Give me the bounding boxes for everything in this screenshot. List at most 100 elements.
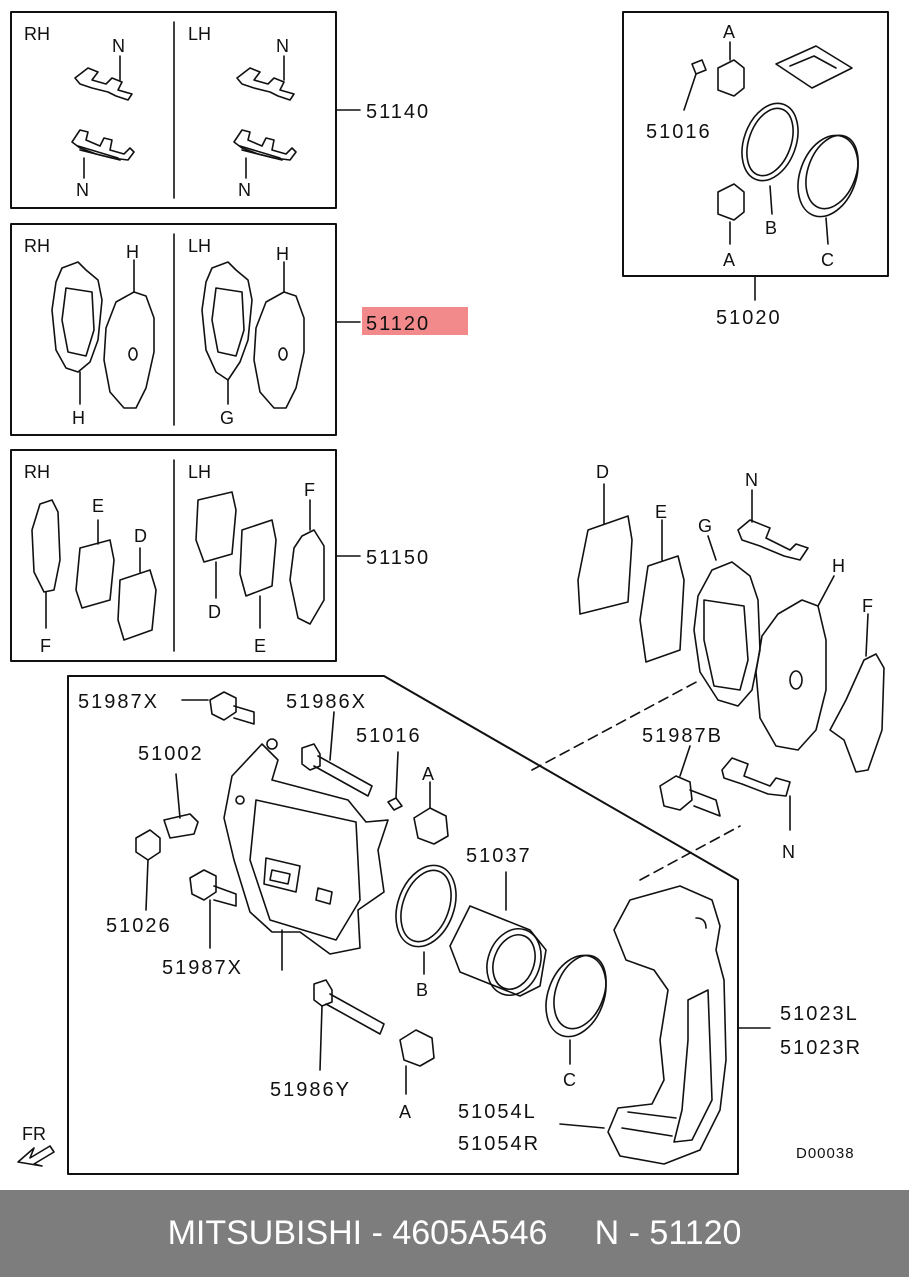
callout-h-2: H (72, 408, 85, 428)
footer-part-number: 4605A546 (392, 1214, 548, 1252)
part-label-51150: 51150 (366, 547, 430, 569)
pad-clip-n-bottom (721, 757, 791, 831)
callout-e-1: E (92, 496, 104, 516)
shim-rh-d (117, 547, 157, 641)
pad-clip-rh-top (74, 55, 133, 101)
front-direction-arrow-icon (17, 1145, 55, 1167)
callout-f-2: F (304, 480, 315, 500)
label-lh-1: LH (188, 24, 211, 44)
bleeder-cap-seal (683, 59, 707, 111)
boot-a-top (717, 41, 745, 97)
part-label-51054l: 51054L (458, 1101, 537, 1123)
piston-51037 (449, 871, 547, 997)
part-label-51986y: 51986Y (270, 1079, 351, 1101)
callout-e-2: E (254, 636, 266, 656)
caliper-assembly-box (67, 675, 739, 1175)
label-rh-1: RH (24, 24, 50, 44)
callout-d-3: D (596, 462, 609, 482)
callout-a-3: A (422, 764, 434, 784)
support-bracket-51023 (607, 885, 727, 1165)
part-label-51020: 51020 (716, 307, 782, 329)
callout-f-1: F (40, 636, 51, 656)
callout-h-1: H (126, 242, 139, 262)
part-label-51140: 51140 (366, 101, 430, 123)
footer-brand: MITSUBISHI (167, 1214, 363, 1252)
bolt-51987x-lower (189, 869, 237, 949)
part-label-51987x-top: 51987X (78, 691, 159, 713)
boot-a-bottom (717, 183, 745, 245)
grease-packet (775, 45, 853, 89)
label-rh-3: RH (24, 462, 50, 482)
footer-bar: MITSUBISHI - 4605A546 N - 51120 (0, 1190, 909, 1277)
piston-seal-b (741, 102, 799, 215)
bleeder-cap-51026 (135, 829, 161, 911)
brake-pad-rh-outer (103, 259, 155, 409)
callout-h-4: H (832, 556, 845, 576)
footer-gap (547, 1214, 594, 1253)
callout-n-5: N (745, 470, 758, 490)
part-label-51120: 51120 (366, 313, 430, 335)
pad-set-box (10, 223, 337, 436)
guide-pin-51986x (301, 711, 373, 797)
part-label-51023l: 51023L (780, 1003, 859, 1025)
pad-clip-lh-top (236, 55, 295, 101)
callout-c-1: C (821, 250, 834, 270)
callout-n-2: N (76, 180, 89, 200)
part-label-51986x: 51986X (286, 691, 367, 713)
brake-pad-lh-outer (253, 261, 305, 409)
boot-a-lower (399, 1029, 435, 1095)
pad-clip-n-top (737, 489, 809, 561)
callout-n-6: N (782, 842, 795, 862)
callout-a-1: A (723, 22, 735, 42)
callout-a-2: A (723, 250, 735, 270)
diagram-code: D00038 (796, 1145, 855, 1162)
part-label-51023r: 51023R (780, 1037, 862, 1059)
label-rh-2: RH (24, 236, 50, 256)
caliper-body (223, 738, 389, 955)
callout-b-1: B (765, 218, 777, 238)
callout-g-1: G (220, 408, 234, 428)
callout-e-3: E (655, 502, 667, 522)
shim-f-exploded (829, 613, 885, 773)
part-label-51054r: 51054R (458, 1133, 540, 1155)
callout-g-2: G (698, 516, 712, 536)
callout-f-3: F (862, 596, 873, 616)
callout-h-3: H (276, 244, 289, 264)
shim-lh-e (239, 519, 277, 629)
shim-lh-d (195, 491, 237, 599)
dust-boot-c-main (545, 954, 607, 1065)
boot-a-upper (413, 781, 449, 845)
shim-lh-f (289, 499, 325, 625)
callout-n-1: N (112, 36, 125, 56)
callout-b-2: B (416, 980, 428, 1000)
part-label-51016: 51016 (356, 725, 422, 747)
callout-a-4: A (399, 1102, 411, 1122)
callout-c-2: C (563, 1070, 576, 1090)
shim-rh-f (31, 499, 61, 629)
pad-clip-rh-bottom (71, 129, 135, 179)
label-lh-2: LH (188, 236, 211, 256)
shim-rh-e (75, 519, 115, 609)
brake-pad-rh-inner (51, 261, 103, 405)
part-label-51002: 51002 (138, 743, 204, 765)
shim-d-exploded (577, 483, 633, 615)
part-label-51016-kit: 51016 (646, 121, 712, 143)
bleeder-51002 (163, 773, 199, 839)
cap-51016 (387, 751, 403, 811)
callout-d-1: D (134, 526, 147, 546)
bolt-51987x-top (181, 691, 255, 725)
brake-pad-g-exploded (693, 535, 761, 707)
label-fr: FR (22, 1124, 46, 1144)
label-lh-3: LH (188, 462, 211, 482)
footer-sep: - (362, 1214, 393, 1252)
footer-ref: N - 51120 (594, 1214, 742, 1252)
seal-kit-box (622, 11, 889, 277)
piston-seal-b-main (395, 864, 457, 975)
bolt-51987b (659, 745, 721, 817)
callout-n-3: N (276, 36, 289, 56)
brake-pad-lh-inner (201, 261, 253, 405)
part-label-51026: 51026 (106, 915, 172, 937)
part-label-51987b: 51987B (642, 725, 723, 747)
brake-caliper-exploded-diagram: RH LH N N N N 51140 RH LH H H H G 51120 … (10, 11, 889, 1175)
highlight-51120 (362, 307, 468, 335)
